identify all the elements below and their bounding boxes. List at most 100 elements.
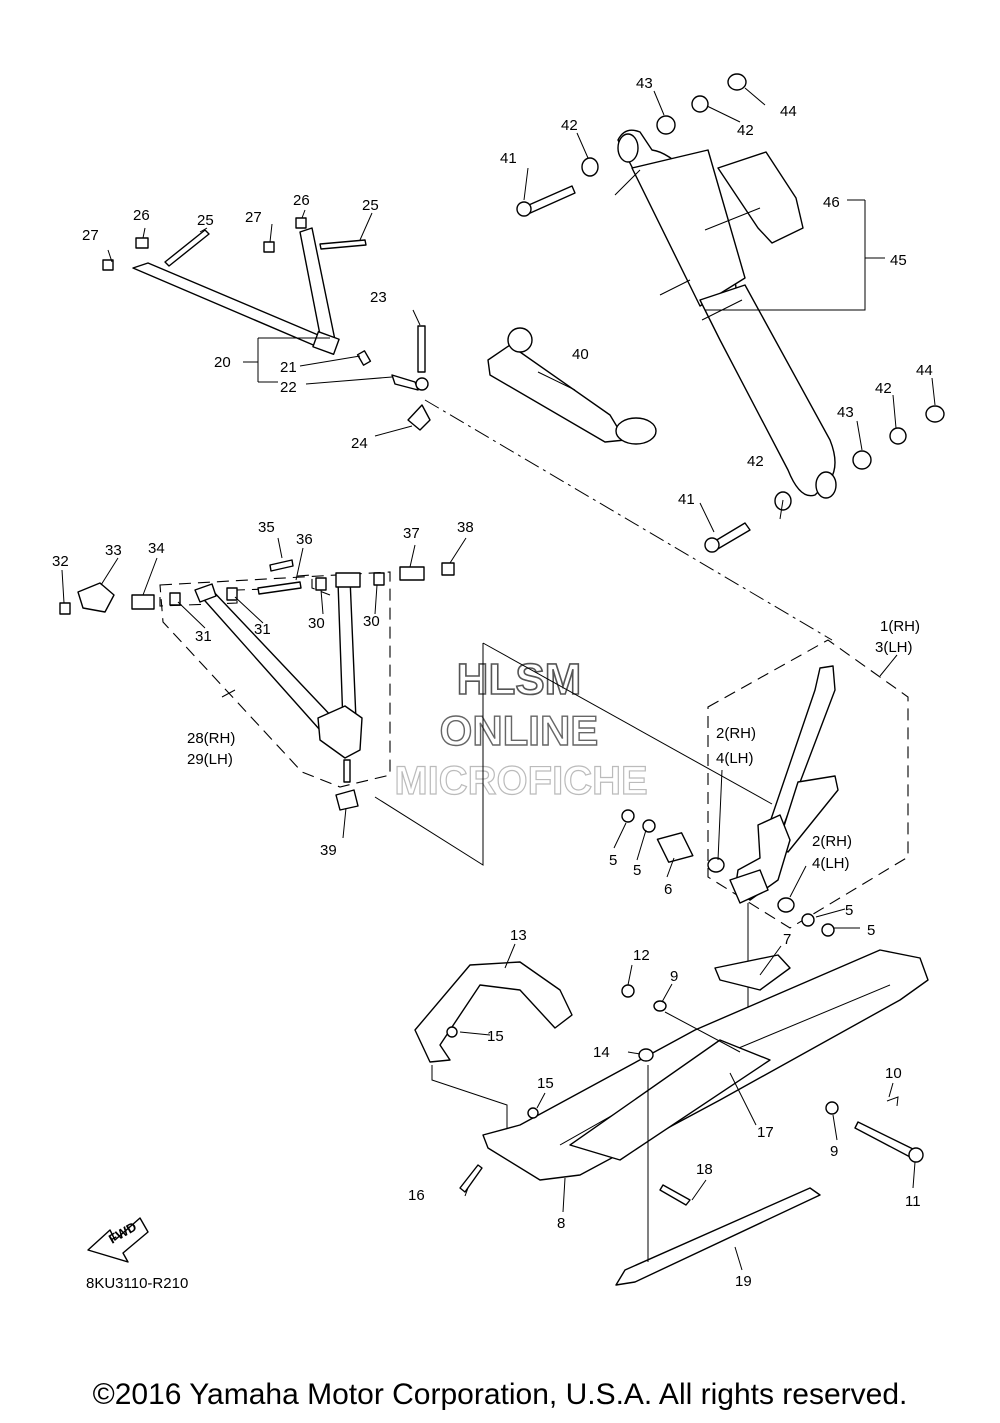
callout-36: 36: [296, 531, 313, 548]
spindle-washer-3: [801, 913, 815, 927]
shock-bracket-leaders: [705, 199, 885, 311]
a-arm-bracket-nut: [59, 602, 71, 615]
callout-37: 37: [403, 525, 420, 542]
callout-5-c: 5: [845, 902, 853, 919]
callout-23: 23: [370, 289, 387, 306]
a-arm-ball-joint-stud: [343, 759, 351, 783]
callout-18: 18: [696, 1161, 713, 1178]
callout-9-upper: 9: [670, 968, 678, 985]
tool-gauge: [507, 327, 533, 353]
callout-labels: 1(RH) 3(LH) 2(RH) 4(LH) 2(RH) 4(LH) 5 5 …: [52, 75, 933, 1290]
ski-saddle: [569, 1039, 771, 1161]
a-arm-bushing-left-2: [226, 587, 238, 601]
callout-5-a: 5: [609, 852, 617, 869]
spindle-group-outline: [707, 639, 909, 929]
drawing-code: 8KU3110-R210: [86, 1275, 188, 1292]
callout-44-upper: 44: [780, 103, 797, 120]
callout-8: 8: [557, 1215, 565, 1232]
a-arm-lower-leaders: [221, 689, 347, 839]
shock-upper-washer: [691, 95, 709, 113]
callout-30-left: 30: [308, 615, 325, 632]
tie-rod-bolt-leaders: [107, 209, 373, 263]
tie-rod-bolt-right: [319, 239, 367, 250]
callout-27-right: 27: [245, 209, 262, 226]
callout-34: 34: [148, 540, 165, 557]
a-arm-upper-member: [337, 577, 357, 725]
callout-21: 21: [280, 359, 297, 376]
shock-upper-collar: [656, 115, 676, 135]
callout-26-left: 26: [133, 207, 150, 224]
shock-lower-bolt-head: [704, 537, 720, 553]
ski-cotter-pin: [886, 1096, 899, 1107]
shock-upper-bolt-head: [516, 201, 532, 217]
callout-42-a: 42: [561, 117, 578, 134]
callout-38: 38: [457, 519, 474, 536]
tie-rod-end: [391, 374, 419, 391]
callout-3-lh: 3(LH): [875, 639, 913, 656]
callout-13: 13: [510, 927, 527, 944]
callout-14: 14: [593, 1044, 610, 1061]
callout-15-lower: 15: [537, 1075, 554, 1092]
callout-43-upper: 43: [636, 75, 653, 92]
callout-2-rh-lower: 2(RH): [812, 833, 852, 850]
a-arm-lower-member: [197, 587, 336, 731]
tie-rod-end-bolt: [417, 325, 426, 373]
watermark-line2: ONLINE: [440, 707, 599, 754]
arm-to-spindle-line: [482, 642, 773, 805]
tie-rod-bolt-left: [164, 229, 210, 267]
callout-43-lower: 43: [837, 404, 854, 421]
shock-upper-spacer: [581, 157, 599, 177]
tie-rod-end-cap: [312, 331, 340, 355]
callout-6: 6: [664, 881, 672, 898]
shock-absorber: [614, 129, 837, 499]
a-arm-collar: [131, 594, 155, 610]
callout-35: 35: [258, 519, 275, 536]
fwd-arrow-icon: [87, 1217, 149, 1263]
ski-runner: [615, 1187, 821, 1286]
tie-rod-lock-nut: [356, 350, 372, 366]
callout-40: 40: [572, 346, 589, 363]
copyright-notice: ©2016 Yamaha Motor Corporation, U.S.A. A…: [92, 1378, 908, 1411]
callout-31-left: 31: [195, 628, 212, 645]
callout-41-upper: 41: [500, 150, 517, 167]
callout-2-rh-upper: 2(RH): [716, 725, 756, 742]
ski-handle-nut-lower: [527, 1107, 539, 1119]
callout-42-b: 42: [737, 122, 754, 139]
spindle-sleeve: [656, 832, 694, 863]
tie-rod-bushing-left: [135, 237, 149, 249]
callout-5-b: 5: [633, 862, 641, 879]
shock-lower-body: [699, 284, 836, 497]
callout-20: 20: [214, 354, 231, 371]
callout-45: 45: [890, 252, 907, 269]
callout-46: 46: [823, 194, 840, 211]
ski-pivot-bolt: [854, 1121, 916, 1159]
watermark: HLSM ONLINE MICROFICHE: [394, 654, 649, 803]
callout-24: 24: [351, 435, 368, 452]
callout-28-rh: 28(RH): [187, 730, 235, 747]
callout-1-rh: 1(RH): [880, 618, 920, 635]
shock-upper-eye: [617, 133, 639, 163]
callout-33: 33: [105, 542, 122, 559]
tie-rod-end-nut: [407, 404, 431, 431]
callout-42-d: 42: [747, 453, 764, 470]
watermark-line3: MICROFICHE: [394, 759, 647, 803]
a-arm-bushing-right-2: [373, 572, 385, 586]
a-arm-leaders: [61, 537, 467, 629]
spindle-washer-2: [642, 819, 656, 833]
a-arm-bolt-2: [269, 559, 294, 572]
callout-25-right: 25: [362, 197, 379, 214]
callout-10: 10: [885, 1065, 902, 1082]
tool-end-pad: [615, 417, 657, 445]
a-arm-collar-right: [399, 566, 425, 581]
ski-leaders: [459, 943, 916, 1271]
spindle-leaders: [613, 654, 898, 929]
callout-30-right: 30: [363, 613, 380, 630]
spindle-foot: [729, 869, 769, 904]
a-arm-assembly: [59, 559, 455, 811]
shock-lower-collar: [852, 450, 872, 470]
shock-hardware: [516, 73, 945, 553]
a-arm-nut-right: [441, 562, 455, 576]
spindle-bushing-left: [707, 857, 725, 873]
callout-17: 17: [757, 1124, 774, 1141]
